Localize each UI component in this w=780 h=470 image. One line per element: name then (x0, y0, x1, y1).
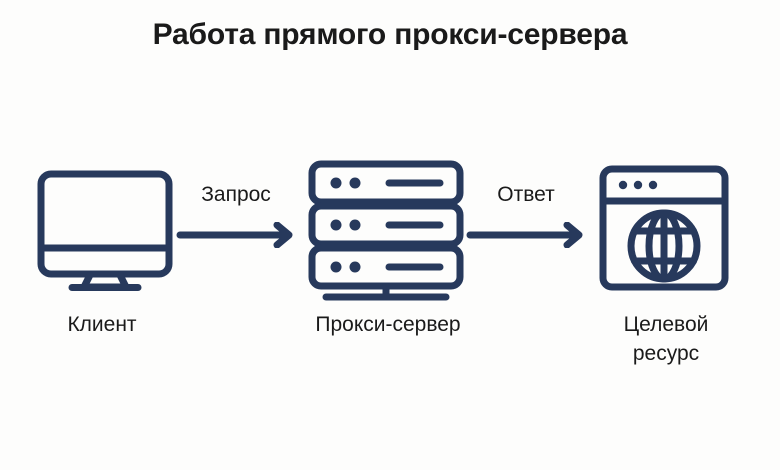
edge-response (466, 221, 588, 253)
caption-proxy: Прокси-сервер (315, 313, 461, 336)
arrow-right-icon (176, 221, 293, 249)
edge-request (176, 221, 298, 253)
caption-target: Целевой ресурс (623, 313, 709, 365)
caption-client: Клиент (67, 313, 137, 336)
browser-window-globe-icon (599, 165, 729, 291)
page-title: Работа прямого прокси-сервера (152, 18, 628, 51)
edge-label-request: Запрос (201, 183, 271, 206)
node-target (594, 160, 734, 296)
server-rack-icon (308, 160, 464, 301)
node-client (32, 165, 178, 293)
arrow-right-icon (466, 221, 583, 249)
desktop-monitor-icon (37, 170, 173, 291)
edge-label-response: Ответ (497, 183, 555, 206)
node-proxy (300, 157, 472, 302)
